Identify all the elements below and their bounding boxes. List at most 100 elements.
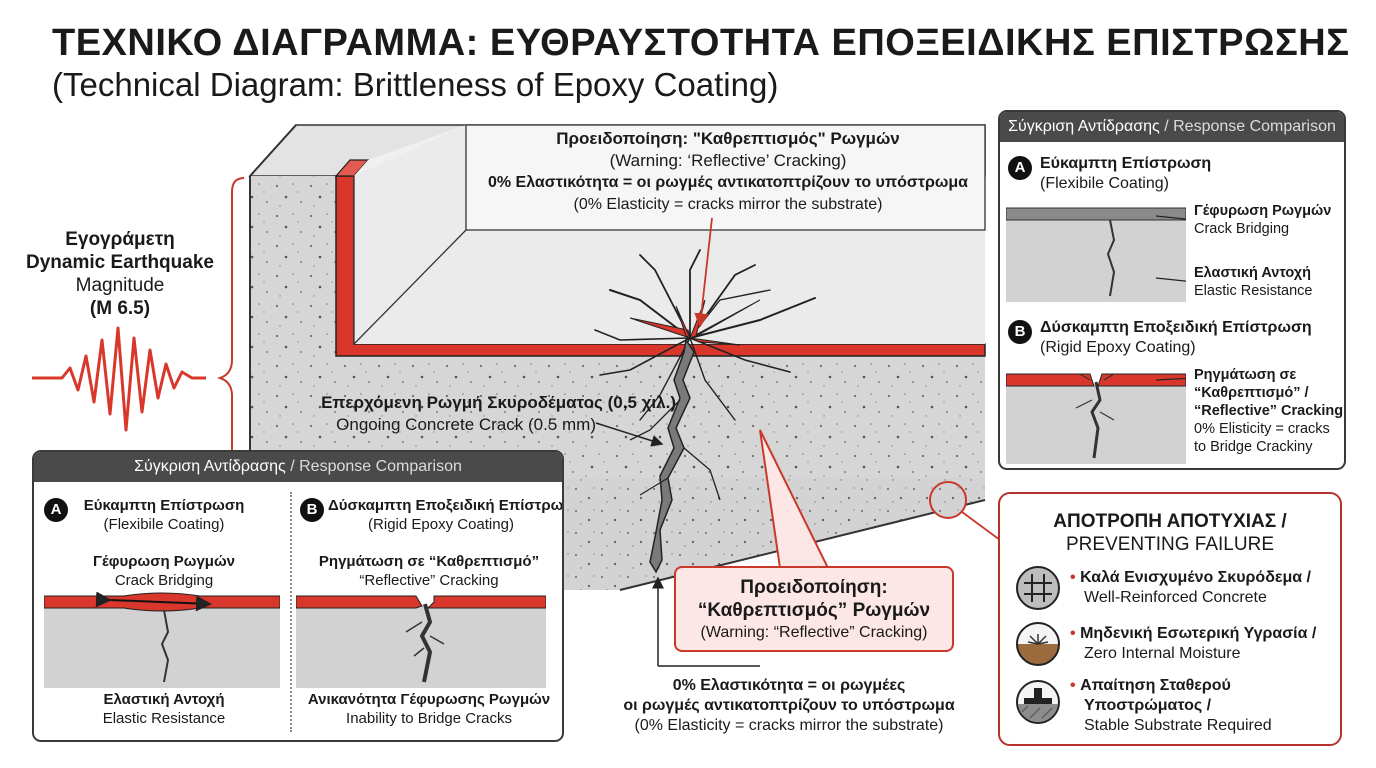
center-warning-line1: Προειδοποίηση: [740, 577, 888, 598]
right-b-l3: “Reflective” Cracking [1194, 403, 1344, 419]
earthquake-label: Εγογράμετη Dynamic Earthquake Magnitude … [20, 228, 220, 320]
left-a-sub: (Flexibile Coating) [103, 516, 225, 533]
left-b-title: Δύσκαμπτη Εποξειδική Επίστρωση [328, 497, 564, 514]
left-a-label2-gr: Ελαστική Αντοχή [103, 691, 225, 708]
badge-a: A [1008, 156, 1032, 180]
left-comparison-panel: Σύγκριση Αντίδρασης / Response Compariso… [32, 450, 564, 742]
rigid-coating-diagram [296, 595, 546, 688]
left-a-label1: Γέφυρωση Ρωγμών Crack Bridging [64, 552, 264, 590]
failure-item-3-gr: Απαίτηση Σταθερού [1080, 677, 1231, 694]
center-warning-line3: (Warning: “Reflective” Cracking) [700, 624, 928, 641]
left-b-label1-gr: Ρηγμάτωση σε “Καθρεπτισμό” [318, 553, 540, 570]
flexible-coating-diagram [44, 592, 280, 688]
badge-b: B [300, 498, 324, 522]
left-b-label1: Ρηγμάτωση σε “Καθρεπτισμό” “Reflective” … [304, 552, 554, 590]
seismic-wave-icon [32, 326, 206, 432]
left-a-heading: Εύκαμπτη Επίστρωση (Flexibile Coating) [74, 496, 254, 534]
bullet-1: • [1070, 569, 1076, 586]
center-warning-line2: “Καθρεπτισμός” Ρωγμών [697, 600, 931, 621]
right-panel-header-en: Response Comparison [1173, 118, 1336, 135]
page-subtitle: (Technical Diagram: Brittleness of Epoxy… [52, 66, 779, 103]
right-a-title: Εύκαμπτη Επίστρωση [1040, 155, 1212, 172]
right-b-labels: Ρηγμάτωση σε “Καθρεπτισμό” / “Reflective… [1194, 366, 1343, 456]
moisture-icon [1016, 622, 1060, 666]
right-a-label1-gr: Γέφυρωση Ρωγμών [1194, 203, 1332, 219]
right-a-label1-en: Crack Bridging [1194, 221, 1290, 237]
failure-item-3-en: Stable Substrate Required [1084, 717, 1272, 734]
left-a-label2: Ελαστική Αντοχή Elastic Resistance [64, 690, 264, 728]
right-b-l2: “Καθρεπτισμό” / [1194, 385, 1309, 401]
right-b-l5: to Bridge Crackiny [1194, 439, 1313, 455]
failure-item-2-en: Zero Internal Moisture [1084, 645, 1241, 662]
bridging-arrow [95, 592, 212, 612]
rigid-coating-mini-diagram [1006, 373, 1186, 464]
top-warning-pointer [694, 217, 713, 328]
stable-substrate-icon [1016, 680, 1060, 724]
right-a-label2-gr: Ελαστική Αντοχή [1194, 265, 1311, 281]
right-a-label1: Γέφυρωση Ρωγμών Crack Bridging [1194, 202, 1331, 238]
earthquake-brace [216, 177, 245, 470]
earthquake-magnitude: (M 6.5) [89, 298, 151, 319]
badge-a: A [44, 498, 68, 522]
right-a-heading: Εύκαμπτη Επίστρωση (Flexibile Coating) [1040, 154, 1211, 194]
earthquake-line2: Dynamic Earthquake [26, 252, 214, 273]
zoom-connector [961, 511, 1001, 541]
failure-item-1-en: Well-Reinforced Concrete [1084, 589, 1267, 606]
red-shards [629, 299, 761, 346]
failure-item-2-gr: Μηδενική Εσωτερική Υγρασία / [1080, 625, 1317, 642]
earthquake-line1: Εγογράμετη [65, 229, 175, 250]
recessed-floor [353, 124, 986, 345]
page-title: ΤΕΧΝΙΚΟ ΔΙΑΓΡΑΜΜΑ: ΕΥΘΡΑΥΣΤΟΤΗΤΑ ΕΠΟΞΕΙΔ… [52, 22, 1350, 64]
bottom-note: 0% Ελαστικότητα = οι ρωγμέες οι ρωγμές α… [614, 676, 964, 736]
bottom-note-line1: 0% Ελαστικότητα = οι ρωγμέες [672, 677, 906, 694]
bullet-3: • [1070, 677, 1076, 694]
left-a-label2-en: Elastic Resistance [102, 710, 226, 727]
right-comparison-panel: Σύγκριση Αντίδρασης / Response Compariso… [998, 110, 1346, 470]
crack-label-gr: Επερχόμενη Ρωγμή Σκυροδέματος (0,5 χιλ.) [321, 393, 676, 412]
flexible-coating-mini-diagram [1006, 207, 1186, 302]
panel-divider [290, 492, 292, 732]
top-warning-note-en: (0% Elasticity = cracks mirror the subst… [573, 196, 883, 213]
left-b-label1-en: “Reflective” Cracking [359, 572, 499, 589]
preventing-failure-box: ΑΠΟΤΡΟΠΗ ΑΠΟΤΥΧΙΑΣ / PREVENTING FAILURE … [998, 492, 1342, 746]
reflective-crack-burst [594, 249, 816, 421]
top-warning: Προειδοποίηση: "Καθρεπτισμός" Ρωγμών (Wa… [468, 128, 988, 216]
right-b-title: Δύσκαμπτη Εποξειδική Επίστρωση [1040, 319, 1312, 336]
left-a-label1-en: Crack Bridging [114, 572, 214, 589]
failure-item-3-gr2: Υποστρώματος / [1084, 697, 1212, 714]
failure-heading: ΑΠΟΤΡΟΠΗ ΑΠΟΤΥΧΙΑΣ / PREVENTING FAILURE [1000, 510, 1340, 556]
badge-b: B [1008, 320, 1032, 344]
rebar-grid-icon [1016, 566, 1060, 610]
right-panel-header-gr: Σύγκριση Αντίδρασης [1008, 118, 1160, 135]
left-a-title: Εύκαμπτη Επίστρωση [83, 497, 245, 514]
left-panel-header-en: Response Comparison [299, 458, 462, 475]
left-a-label1-gr: Γέφυρωση Ρωγμών [93, 553, 235, 570]
header-separator: / [285, 458, 300, 475]
reflective-warning-box: Προειδοποίηση: “Καθρεπτισμός” Ρωγμών (Wa… [674, 566, 954, 652]
failure-item-2: • Μηδενική Εσωτερική Υγρασία / Zero Inte… [1070, 624, 1316, 664]
left-b-label2-en: Inability to Bridge Cracks [346, 710, 512, 727]
failure-title-en: PREVENTING FAILURE [1066, 534, 1274, 555]
bottom-note-line2: οι ρωγμές αντικατοπτρίζουν το υπόστρωμα [623, 697, 955, 714]
left-panel-header: Σύγκριση Αντίδρασης / Response Compariso… [34, 452, 562, 482]
left-b-label2-gr: Ανικανότητα Γέφυρωσης Ρωγμών [307, 691, 551, 708]
top-warning-note: 0% Ελαστικότητα = οι ρωγμές αντικατοπτρί… [487, 174, 969, 191]
failure-item-1: • Καλά Ενισχυμένο Σκυρόδεμα / Well-Reinf… [1070, 568, 1311, 608]
right-a-label2: Ελαστική Αντοχή Elastic Resistance [1194, 264, 1312, 300]
crack-label: Επερχόμενη Ρωγμή Σκυροδέματος (0,5 χιλ.)… [276, 392, 676, 436]
top-warning-title-en: (Warning: ‘Reflective’ Cracking) [609, 151, 847, 170]
failure-item-1-gr: Καλά Ενισχυμένο Σκυρόδεμα / [1080, 569, 1311, 586]
left-panel-header-gr: Σύγκριση Αντίδρασης [134, 458, 286, 475]
right-panel-header: Σύγκριση Αντίδρασης / Response Compariso… [1000, 112, 1344, 142]
left-b-heading: Δύσκαμπτη Εποξειδική Επίστρωση (Rigid Ep… [328, 496, 564, 534]
failure-title-gr: ΑΠΟΤΡΟΠΗ ΑΠΟΤΥΧΙΑΣ / [1053, 511, 1287, 532]
right-a-sub: (Flexibile Coating) [1040, 175, 1169, 192]
crack-label-pointer [595, 422, 664, 447]
top-warning-title: Προειδοποίηση: "Καθρεπτισμός" Ρωγμών [556, 129, 900, 148]
header-separator: / [1159, 118, 1174, 135]
right-b-heading: Δύσκαμπτη Εποξειδική Επίστρωση (Rigid Ep… [1040, 318, 1312, 358]
zoom-circle [929, 481, 967, 519]
earthquake-line3: Magnitude [75, 275, 165, 296]
failure-item-3: • Απαίτηση Σταθερού Υποστρώματος / Stabl… [1070, 676, 1272, 736]
